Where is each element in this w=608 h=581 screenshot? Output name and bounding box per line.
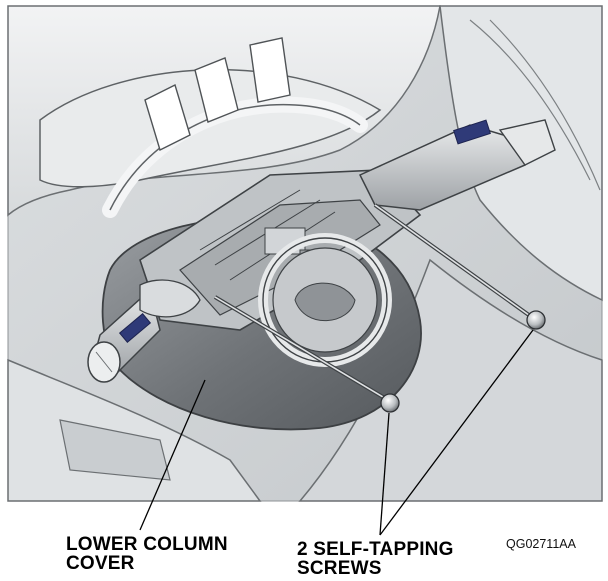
leader-line-screw-lower xyxy=(379,412,390,536)
screw-head-upper xyxy=(526,310,546,330)
right-vent-outline xyxy=(469,19,601,191)
self-tapping-screws-label: 2 SELF-TAPPING SCREWS xyxy=(297,539,454,579)
leader-line-screw-upper xyxy=(379,329,534,536)
lower-column-cover-label: LOWER COLUMN COVER xyxy=(66,534,228,574)
figure-code: QG02711AA xyxy=(506,537,576,551)
screw-head-lower xyxy=(380,393,400,413)
leader-line-cover xyxy=(139,379,206,531)
floor-bracket xyxy=(59,419,171,481)
harness-tape xyxy=(144,37,291,151)
